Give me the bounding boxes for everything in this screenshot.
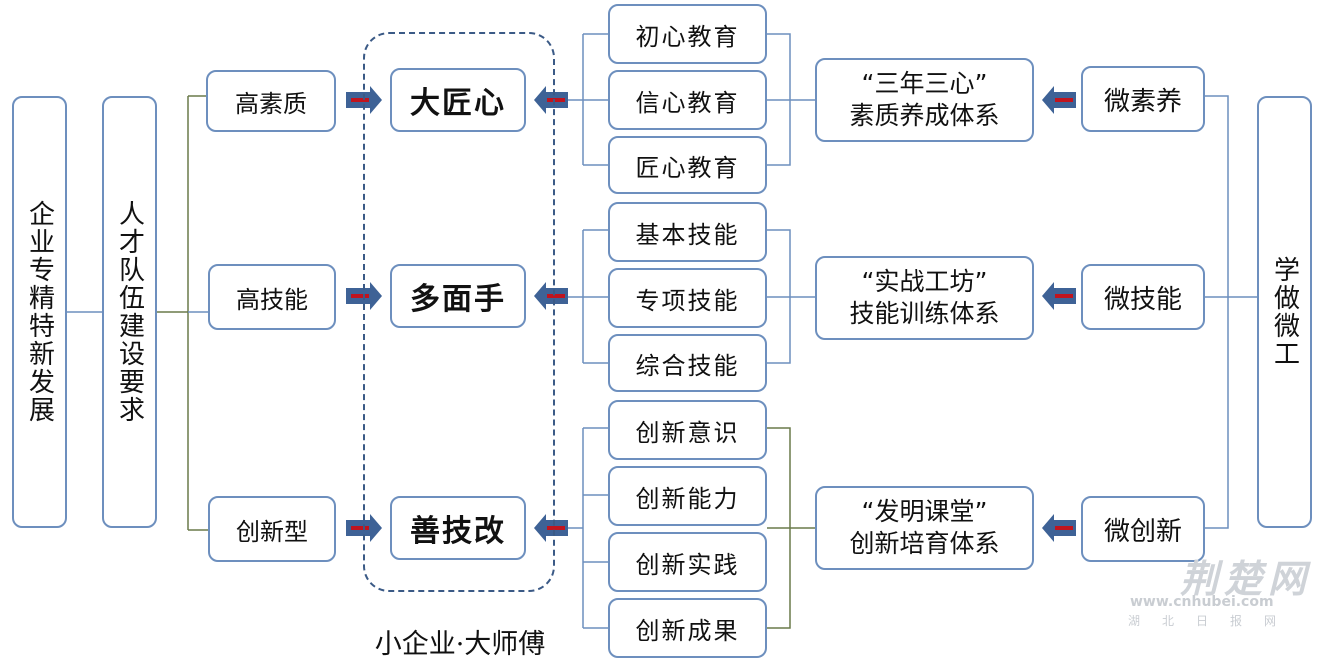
sub-item: 综合技能 [608,334,767,392]
connector-group1-left [555,33,608,166]
watermark-logo: 荆楚网 [1180,557,1313,601]
sub-item: 创新能力 [608,466,767,526]
sub-item: 匠心教育 [608,136,767,194]
watermark-url: www.cnhubei.com [1130,594,1274,610]
sub-label: 专项技能 [635,286,740,315]
system-title: “发明课堂” [861,497,988,526]
category-label: 创新型 [236,517,308,546]
system-title: “实战工坊” [861,267,988,296]
arrow-micro3-to-system3 [1042,514,1076,542]
micro-quality: 微素养 [1081,66,1205,132]
sub-item: 基本技能 [608,202,767,262]
micro-innovation: 微创新 [1081,496,1205,562]
sub-label: 创新实践 [635,550,740,579]
system-subtitle: 技能训练体系 [849,299,1000,328]
category-label: 高素质 [235,89,307,118]
sub-item: 创新实践 [608,532,767,592]
core-all-rounder: 多面手 [390,264,526,328]
connector-group2-right [767,229,815,364]
arrow-micro2-to-system2 [1042,282,1076,310]
system-subtitle: 创新培育体系 [849,529,1000,558]
connector-requirement-to-categories [157,95,208,531]
arrow-subs3-to-core3 [534,514,568,542]
arrow-subs2-to-core2 [534,282,568,310]
system-skill: “实战工坊” 技能训练体系 [815,256,1034,340]
sub-item: 初心教育 [608,4,767,64]
micro-label: 微技能 [1103,284,1182,315]
sub-label: 创新能力 [635,484,740,513]
category-high-quality: 高素质 [206,70,336,132]
category-label: 高技能 [236,285,308,314]
sub-label: 创新意识 [635,418,740,447]
sub-label: 创新成果 [635,616,740,645]
connector-group3-left [555,427,608,629]
system-innovation: “发明课堂” 创新培育体系 [815,486,1034,570]
sub-item: 信心教育 [608,70,767,130]
sub-label: 基本技能 [635,220,740,249]
category-high-skill: 高技能 [208,264,336,330]
category-innovative: 创新型 [208,496,336,562]
core-label: 善技改 [410,514,506,549]
sub-item: 专项技能 [608,268,767,328]
sub-label: 匠心教育 [635,153,740,182]
system-quality: “三年三心” 素质养成体系 [815,58,1034,142]
core-label: 大匠心 [410,86,506,121]
goal-label: 企业专精特新发展 [24,200,55,424]
system-subtitle: 素质养成体系 [849,101,1000,130]
arrow-subs1-to-core1 [534,86,568,114]
requirement-label: 人才队伍建设要求 [114,200,145,424]
micro-skill: 微技能 [1081,264,1205,330]
system-title: “三年三心” [861,69,988,98]
connector-group2-left [555,229,608,364]
core-caption: 小企业·大师傅 [374,629,546,660]
micro-label: 微素养 [1103,86,1182,117]
core-craftsman-heart: 大匠心 [390,68,526,132]
sub-label: 信心教育 [635,88,740,117]
learn-micro-worker-label: 学做微工 [1269,256,1300,368]
watermark-subtitle: 湖北日报网 [1128,614,1299,628]
goal-box: 企业专精特新发展 [12,96,67,528]
connector-micro-to-right [1205,95,1258,529]
sub-label: 综合技能 [635,351,740,380]
requirement-box: 人才队伍建设要求 [102,96,157,528]
sub-label: 初心教育 [635,22,740,51]
core-label: 多面手 [410,282,506,317]
sub-item: 创新成果 [608,598,767,658]
connector-group1-right [767,33,815,166]
learn-micro-worker-box: 学做微工 [1257,96,1312,528]
arrow-micro1-to-system1 [1042,86,1076,114]
micro-label: 微创新 [1103,516,1182,547]
core-tech-improvement: 善技改 [390,496,526,560]
connector-group3-right [767,427,815,629]
core-dashed-frame [363,32,555,592]
sub-item: 创新意识 [608,400,767,460]
